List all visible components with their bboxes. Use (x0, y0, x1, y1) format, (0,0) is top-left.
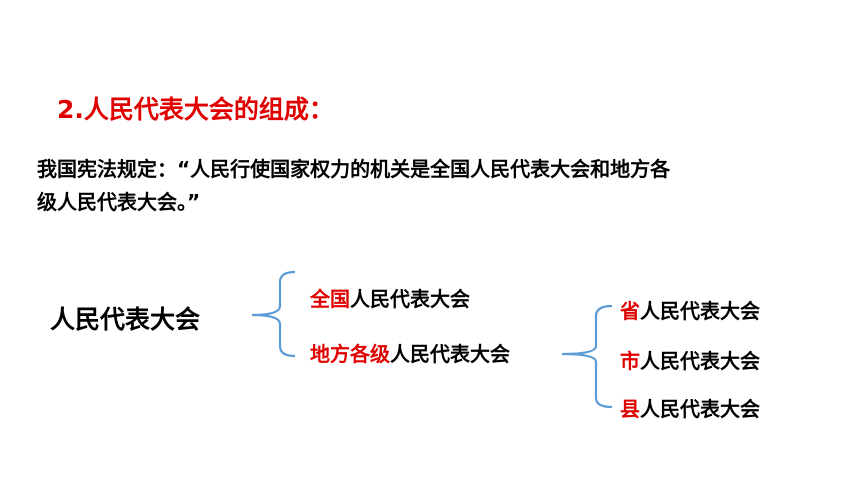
node-local-congresses: 地方各级人民代表大会 (310, 338, 510, 367)
node-national-rest: 人民代表大会 (350, 287, 470, 311)
node-provincial: 省人民代表大会 (620, 295, 760, 324)
node-national-highlight: 全国 (310, 287, 350, 311)
constitution-quote-line-1: 我国宪法规定：“人民行使国家权力的机关是全国人民代表大会和地方各 (37, 157, 671, 181)
node-city-rest: 人民代表大会 (640, 349, 760, 373)
brace-level-1 (251, 270, 296, 358)
node-national-npc: 全国人民代表大会 (310, 283, 470, 312)
node-provincial-rest: 人民代表大会 (640, 299, 760, 323)
node-county: 县人民代表大会 (620, 393, 760, 422)
constitution-quote-line-2: 级人民代表大会。” (37, 190, 201, 214)
node-city-highlight: 市 (620, 349, 640, 373)
node-city: 市人民代表大会 (620, 345, 760, 374)
diagram-root-label: 人民代表大会 (50, 305, 201, 334)
section-heading: 2.人民代表大会的组成： (57, 95, 334, 124)
node-local-highlight: 地方各级 (310, 342, 390, 366)
node-provincial-highlight: 省 (620, 299, 640, 323)
brace-level-2 (561, 304, 613, 409)
node-county-highlight: 县 (620, 397, 640, 421)
node-local-rest: 人民代表大会 (390, 342, 510, 366)
node-county-rest: 人民代表大会 (640, 397, 760, 421)
